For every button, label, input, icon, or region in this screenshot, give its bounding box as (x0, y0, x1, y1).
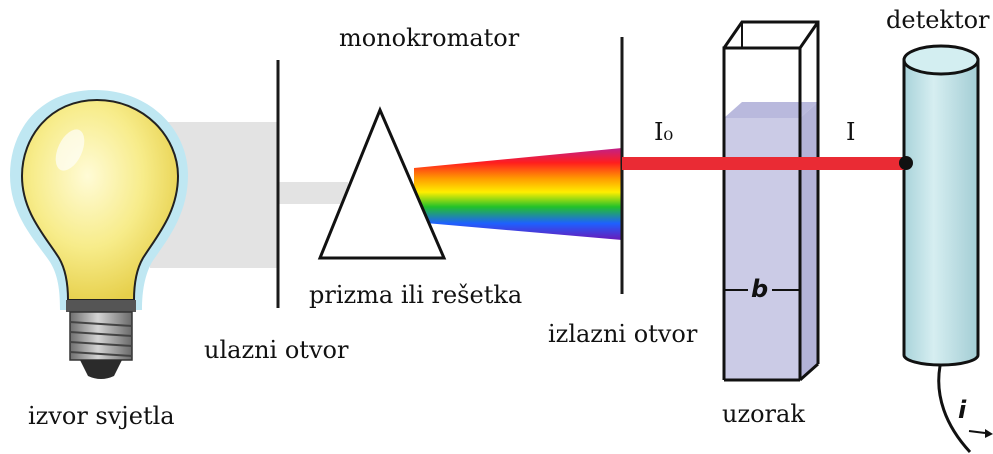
label-monochromator: monokromator (339, 24, 520, 52)
monochromatic-beam (622, 157, 904, 170)
detector-cylinder-icon (902, 44, 993, 454)
label-current: i (958, 396, 967, 424)
label-entrance-slit: ulazni otvor (204, 336, 349, 364)
detector-input-dot (899, 156, 913, 170)
label-i: I (846, 118, 856, 146)
label-i0: I₀ (654, 118, 674, 146)
label-sample: uzorak (722, 400, 805, 428)
label-prism: prizma ili rešetka (309, 281, 523, 309)
prism-icon (317, 106, 447, 260)
light-bulb-icon (10, 90, 188, 379)
label-path-length: b (751, 275, 769, 303)
cuvette-icon (722, 20, 820, 382)
spectrum-fan (414, 148, 622, 240)
label-exit-slit: izlazni otvor (548, 320, 698, 348)
light-beam-narrow (278, 182, 348, 204)
label-light-source: izvor svjetla (28, 402, 175, 430)
label-detector: detektor (886, 6, 990, 34)
